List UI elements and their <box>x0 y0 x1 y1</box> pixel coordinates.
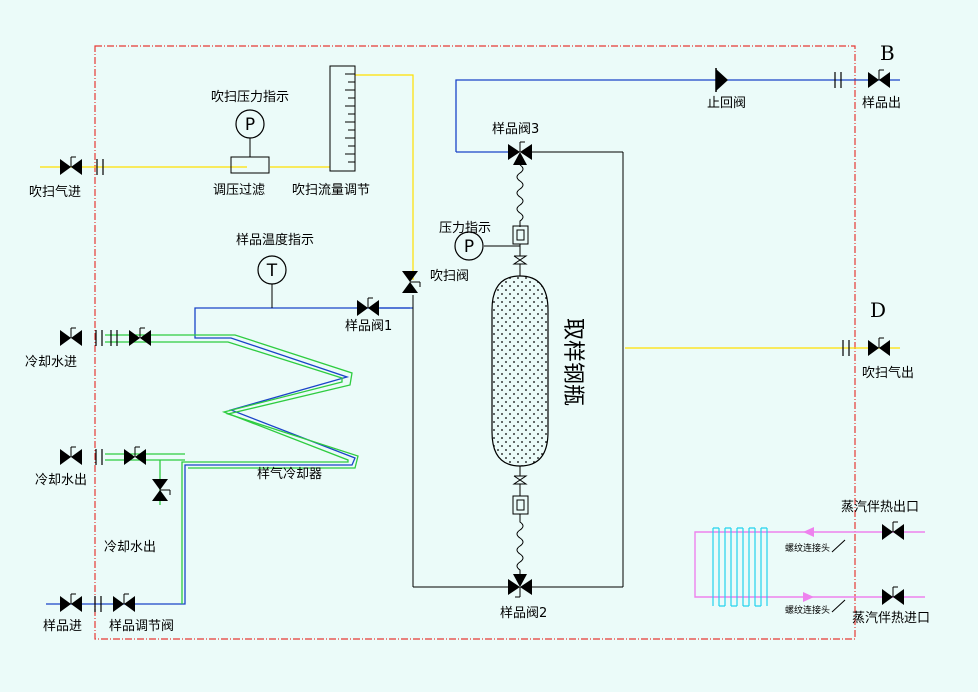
svg-text:T: T <box>266 261 278 281</box>
svg-text:P: P <box>245 115 255 135</box>
steam-tracing-in-label: 蒸汽伴热进口 <box>852 611 930 626</box>
sample-valve-1-label: 样品阀1 <box>345 319 392 334</box>
sample-regulating-valve-label: 样品调节阀 <box>109 619 174 634</box>
steam-tracing-out-label: 蒸汽伴热出口 <box>841 500 919 515</box>
sample-regulating-valve-icon[interactable] <box>112 593 136 613</box>
sample-out-valve-icon[interactable] <box>867 69 891 89</box>
cooling-water-drain-valve-icon[interactable] <box>151 478 171 502</box>
pressure-gauge-icon: P <box>454 231 484 261</box>
pressure-regulating-filter-icon[interactable] <box>230 156 270 174</box>
cooling-water-in-label: 冷却水进 <box>25 355 77 370</box>
sample-valve-3-label: 样品阀3 <box>492 122 539 137</box>
sample-valve-3-icon[interactable] <box>507 141 533 166</box>
sample-valve-1-icon[interactable] <box>356 297 380 317</box>
sample-in-label: 样品进 <box>43 619 82 634</box>
system-boundary <box>94 45 856 640</box>
connection-b-label: B <box>880 41 895 65</box>
purge-gas-line <box>40 74 900 349</box>
cooling-water-out-label: 冷却水出 <box>104 540 156 555</box>
flange-icon <box>95 448 103 466</box>
flange-icon <box>95 329 103 347</box>
svg-text:P: P <box>464 237 474 257</box>
cooling-water-out-left-label: 冷却水出 <box>35 473 87 488</box>
flange-icon <box>110 329 118 347</box>
cooling-water-in-valve-2-icon[interactable] <box>128 327 152 347</box>
threaded-connector-bottom-label: 螺纹连接头 <box>785 604 830 616</box>
purge-pressure-indicator-label: 吹扫压力指示 <box>211 90 289 105</box>
purge-valve-icon[interactable] <box>401 270 421 294</box>
sample-cooler-label: 样气冷却器 <box>257 466 322 482</box>
heater-coil-icon <box>712 527 768 607</box>
cooling-water-out-valve-2-icon[interactable] <box>123 446 147 466</box>
threaded-connector-top-label: 螺纹连接头 <box>785 542 830 554</box>
sample-out-label: 样品出 <box>862 96 901 111</box>
check-valve-label: 止回阀 <box>707 96 746 111</box>
check-valve-icon[interactable] <box>715 68 728 92</box>
sampling-cylinder-icon <box>491 275 549 467</box>
purge-gas-in-label: 吹扫气进 <box>29 184 81 200</box>
purge-valve-label: 吹扫阀 <box>430 269 469 284</box>
cylinder-top-connection <box>484 164 529 276</box>
steam-in-valve-icon[interactable] <box>881 586 905 606</box>
steam-tracing-line <box>694 531 925 598</box>
cooling-water-in-valve-icon[interactable] <box>59 327 83 347</box>
flowmeter-icon[interactable] <box>329 65 356 172</box>
sampling-cylinder-label: 取样钢瓶 <box>560 318 585 406</box>
pressure-gauge-icon: P <box>235 109 265 139</box>
pressure-indicator-label: 压力指示 <box>439 221 491 236</box>
purge-gas-out-valve-icon[interactable] <box>867 337 891 357</box>
sample-temperature-indicator-label: 样品温度指示 <box>236 232 314 248</box>
cylinder-bottom-connection <box>512 466 529 578</box>
sample-in-valve-icon[interactable] <box>59 593 83 613</box>
cooling-water-out-valve-icon[interactable] <box>59 446 83 466</box>
purge-gas-out-label: 吹扫气出 <box>862 365 914 381</box>
temperature-gauge-icon: T <box>257 255 287 308</box>
arrow-icon <box>803 592 814 602</box>
sample-valve-2-label: 样品阀2 <box>500 606 547 621</box>
pressure-regulating-filter-label: 调压过滤 <box>213 183 265 198</box>
connection-d-label: D <box>870 298 886 322</box>
purge-gas-in-valve-icon[interactable] <box>59 156 83 176</box>
arrow-icon <box>803 527 814 537</box>
purge-flow-regulation-label: 吹扫流量调节 <box>292 183 370 198</box>
steam-out-valve-icon[interactable] <box>881 521 905 541</box>
